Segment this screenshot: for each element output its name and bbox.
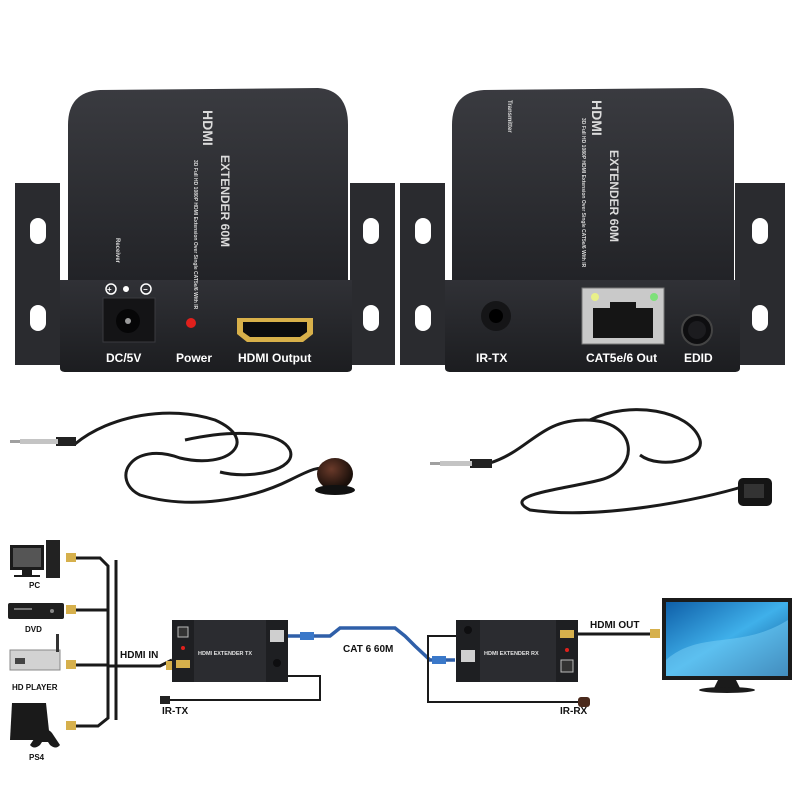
- receiver-brand: HDMI: [200, 110, 216, 146]
- receiver-subtitle: 3D Full HD 1080P HDMI Extension Over Sin…: [192, 160, 198, 310]
- ir-receiver-cable: [10, 411, 355, 504]
- cat-out-label: CAT5e/6 Out: [586, 351, 657, 365]
- tx-box: HDMI EXTENDER TX: [172, 620, 288, 682]
- ir-eye-icon: [317, 458, 353, 490]
- connection-diagram: PC DVD HD PLAYER PS4: [8, 540, 792, 762]
- power-led-icon: [186, 318, 196, 328]
- rj45-port-icon: [581, 287, 665, 345]
- edid-label: EDID: [684, 351, 713, 365]
- hdmi-plug-icon: [66, 553, 176, 730]
- ir-rx-diagram-label: IR-RX: [560, 706, 588, 717]
- rx-box-label: HDMI EXTENDER RX: [484, 651, 539, 657]
- mount-slot-icon: [752, 305, 768, 331]
- ir-emitter-cable: [430, 408, 772, 515]
- receiver-unit: HDMI EXTENDER 60M 3D Full HD 1080P HDMI …: [15, 88, 395, 372]
- hdmi-in-label: HDMI IN: [120, 650, 158, 661]
- dc-jack: + −: [102, 283, 156, 343]
- hdmi-out-label: HDMI OUT: [590, 620, 639, 631]
- mount-slot-icon: [30, 218, 46, 244]
- ir-tx-jack-icon: [481, 301, 511, 331]
- tx-box-label: HDMI EXTENDER TX: [198, 651, 252, 657]
- hd-player-icon: [9, 634, 61, 671]
- hdmi-output-label: HDMI Output: [238, 351, 311, 365]
- mount-slot-icon: [363, 305, 379, 331]
- source-label-dvd: DVD: [25, 625, 42, 634]
- rx-box: HDMI EXTENDER RX: [456, 620, 578, 682]
- transmitter-side-label: Transmitter: [506, 100, 512, 133]
- svg-text:−: −: [143, 285, 148, 294]
- source-label-ps4: PS4: [29, 753, 45, 762]
- cat-cable-label: CAT 6 60M: [343, 644, 393, 655]
- ps4-icon: [10, 703, 60, 748]
- receiver-title: EXTENDER 60M: [218, 155, 232, 247]
- tv-icon: [662, 598, 792, 693]
- mount-slot-icon: [415, 305, 431, 331]
- mount-slot-icon: [752, 218, 768, 244]
- ir-emitter-icon: [738, 478, 772, 506]
- mount-slot-icon: [363, 218, 379, 244]
- svg-text:+: +: [107, 285, 112, 294]
- pc-icon: [10, 540, 60, 578]
- mount-slot-icon: [30, 305, 46, 331]
- dc-label: DC/5V: [106, 351, 141, 365]
- transmitter-brand: HDMI: [589, 100, 605, 136]
- source-label-pc: PC: [29, 581, 40, 590]
- transmitter-title: EXTENDER 60M: [607, 150, 621, 242]
- dvd-icon: [8, 603, 64, 619]
- transmitter-unit: HDMI EXTENDER 60M 3D Full HD 1080P HDMI …: [400, 88, 785, 372]
- transmitter-subtitle: 3D Full HD 1080P HDMI Extension Over Sin…: [580, 118, 586, 268]
- mount-slot-icon: [415, 218, 431, 244]
- ir-tx-diagram-label: IR-TX: [162, 706, 188, 717]
- receiver-side-label: Receiver: [114, 238, 120, 264]
- hdmi-output-port-icon: [237, 318, 313, 342]
- edid-button-icon: [681, 314, 713, 346]
- ir-tx-label: IR-TX: [476, 351, 507, 365]
- source-label-hd-player: HD PLAYER: [12, 683, 58, 692]
- power-label: Power: [176, 351, 212, 365]
